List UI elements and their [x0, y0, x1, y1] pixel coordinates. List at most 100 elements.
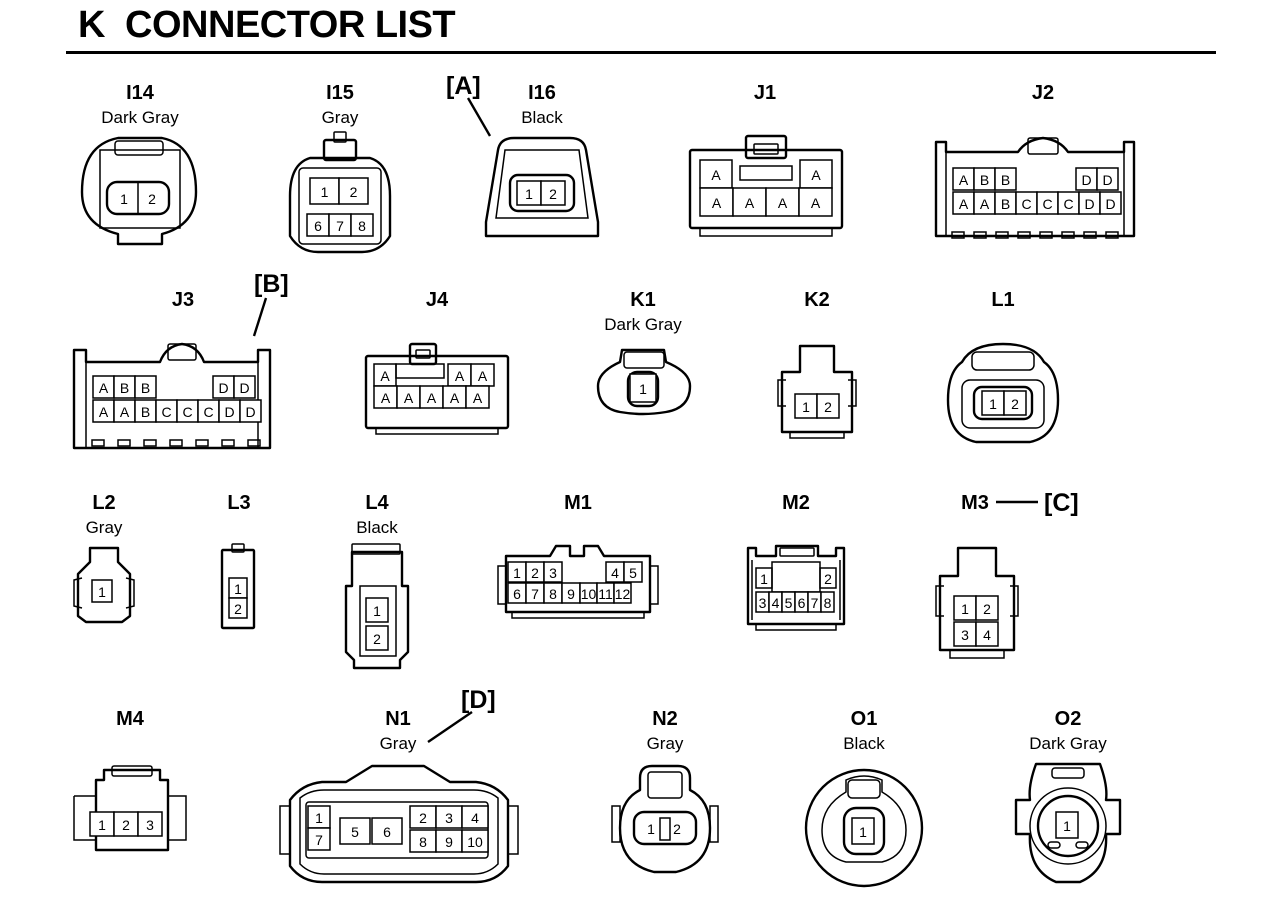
outline [114, 140, 164, 156]
outline [111, 765, 153, 777]
outline [804, 768, 924, 888]
pin-cell [134, 375, 157, 399]
pin-number: 6 [383, 824, 391, 840]
pin-number: 8 [824, 595, 832, 611]
pin-number: A [427, 390, 437, 406]
connector-label: J4 [426, 289, 449, 311]
pin-cell [137, 811, 163, 837]
outline [935, 585, 1019, 617]
pin-cell [461, 829, 489, 853]
pin-number: A [959, 196, 969, 212]
outline [1047, 841, 1061, 849]
pin-number: D [218, 380, 228, 396]
pin-number: 1 [525, 186, 533, 202]
pin-number: 2 [148, 191, 156, 207]
outline [626, 370, 660, 408]
connector-color: Black [356, 518, 398, 537]
pin-cell [820, 591, 835, 613]
outline [949, 650, 1005, 659]
outline [777, 379, 857, 407]
pin-cell [1055, 811, 1079, 839]
outline [298, 167, 382, 245]
pin-cell [816, 393, 840, 419]
outline [1083, 231, 1097, 239]
outline [1051, 767, 1085, 779]
outline [739, 165, 793, 181]
outline [1036, 794, 1100, 858]
pin-cell [91, 579, 113, 603]
pin-cell [699, 187, 734, 217]
pin-number: C [1042, 196, 1052, 212]
pin-number: 7 [531, 586, 539, 602]
outline [995, 231, 1009, 239]
outline [484, 136, 600, 238]
outline [780, 344, 854, 434]
pin-number: 9 [567, 586, 575, 602]
pin-number: 2 [824, 399, 832, 415]
pin-number: B [141, 380, 150, 396]
outline [495, 149, 589, 219]
outline [73, 795, 187, 841]
outline [504, 544, 652, 614]
pin-cell [239, 399, 262, 423]
callout-d: [D] [461, 686, 496, 714]
outline [938, 546, 1016, 652]
outline [415, 349, 431, 359]
pin-number: 6 [798, 595, 806, 611]
pin-cell [339, 817, 371, 845]
connector-label: O1 [851, 708, 878, 730]
pin-number: C [203, 404, 213, 420]
outline [647, 771, 683, 799]
pin-number: 2 [373, 631, 381, 647]
pin-number: 2 [549, 186, 557, 202]
connector-label: M4 [116, 708, 145, 730]
outline [247, 439, 261, 447]
outline [221, 439, 235, 447]
pin-number: C [182, 404, 192, 420]
connector-color: Dark Gray [101, 108, 179, 127]
pin-number: 5 [785, 595, 793, 611]
pin-number: 1 [647, 821, 655, 837]
pin-cell [461, 805, 489, 829]
outline [951, 231, 965, 239]
outline [288, 156, 392, 254]
outline [623, 351, 665, 369]
pin-cell [350, 213, 374, 237]
pin-cell [89, 811, 115, 837]
pin-cell [233, 375, 256, 399]
outline [80, 136, 198, 246]
outline [744, 134, 788, 160]
pin-number: A [711, 167, 721, 183]
pin-cell [365, 625, 389, 651]
outline [408, 342, 438, 366]
connector-color: Black [521, 108, 563, 127]
pin-cell [975, 595, 999, 621]
outline [632, 810, 698, 846]
pin-cell [798, 187, 833, 217]
pin-number: A [811, 195, 821, 211]
pin-number: 2 [983, 601, 991, 617]
pin-number: 3 [549, 565, 557, 581]
outline [395, 363, 445, 379]
pin-number: 1 [513, 565, 521, 581]
pin-cell [1003, 390, 1027, 416]
connector-color: Gray [380, 734, 417, 753]
connector-label: M2 [782, 492, 810, 514]
connector-label: J2 [1032, 82, 1054, 104]
pin-number: 6 [314, 218, 322, 234]
pin-number: 1 [98, 817, 106, 833]
pin-number: A [745, 195, 755, 211]
outline [1027, 137, 1059, 155]
pin-number: 1 [120, 191, 128, 207]
pin-cell [699, 159, 733, 189]
pin-cell [975, 621, 999, 647]
pin-number: A [99, 380, 109, 396]
outline [688, 148, 844, 230]
outline [117, 439, 131, 447]
leader-line [466, 97, 492, 137]
pin-number: 7 [315, 832, 323, 848]
